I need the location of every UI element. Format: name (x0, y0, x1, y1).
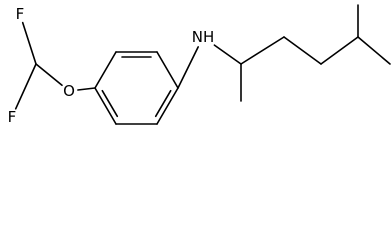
fluorine-bottom-label: F (8, 108, 17, 126)
bond-ch-methyl-right (357, 36, 391, 65)
ring-bond-1 (94, 51, 117, 89)
bond-lines (14, 4, 391, 125)
bond-ch2-ch2 (283, 36, 322, 65)
amine-label: NH (192, 28, 215, 46)
fluorine-top-label: F (16, 5, 25, 23)
bond-ring-n (177, 46, 199, 89)
bond-cf-bottom (14, 63, 37, 110)
bond-chiral-ch2 (240, 36, 285, 65)
bond-c-o (35, 63, 63, 87)
ring-double-2 (154, 89, 172, 118)
bond-ch2-ch (320, 36, 359, 65)
oxygen-label: O (63, 82, 75, 100)
ring-bond-3 (156, 51, 179, 89)
bond-cf-top (21, 21, 37, 65)
ring-double-3 (101, 89, 119, 118)
ring-bond-4 (156, 87, 179, 125)
ring-bond-6 (94, 87, 117, 125)
molecule-structure: F F O NH (8, 4, 391, 126)
bond-n-chiral (213, 44, 242, 65)
atom-labels: F F O NH (8, 5, 215, 126)
bond-o-ring (77, 87, 96, 91)
